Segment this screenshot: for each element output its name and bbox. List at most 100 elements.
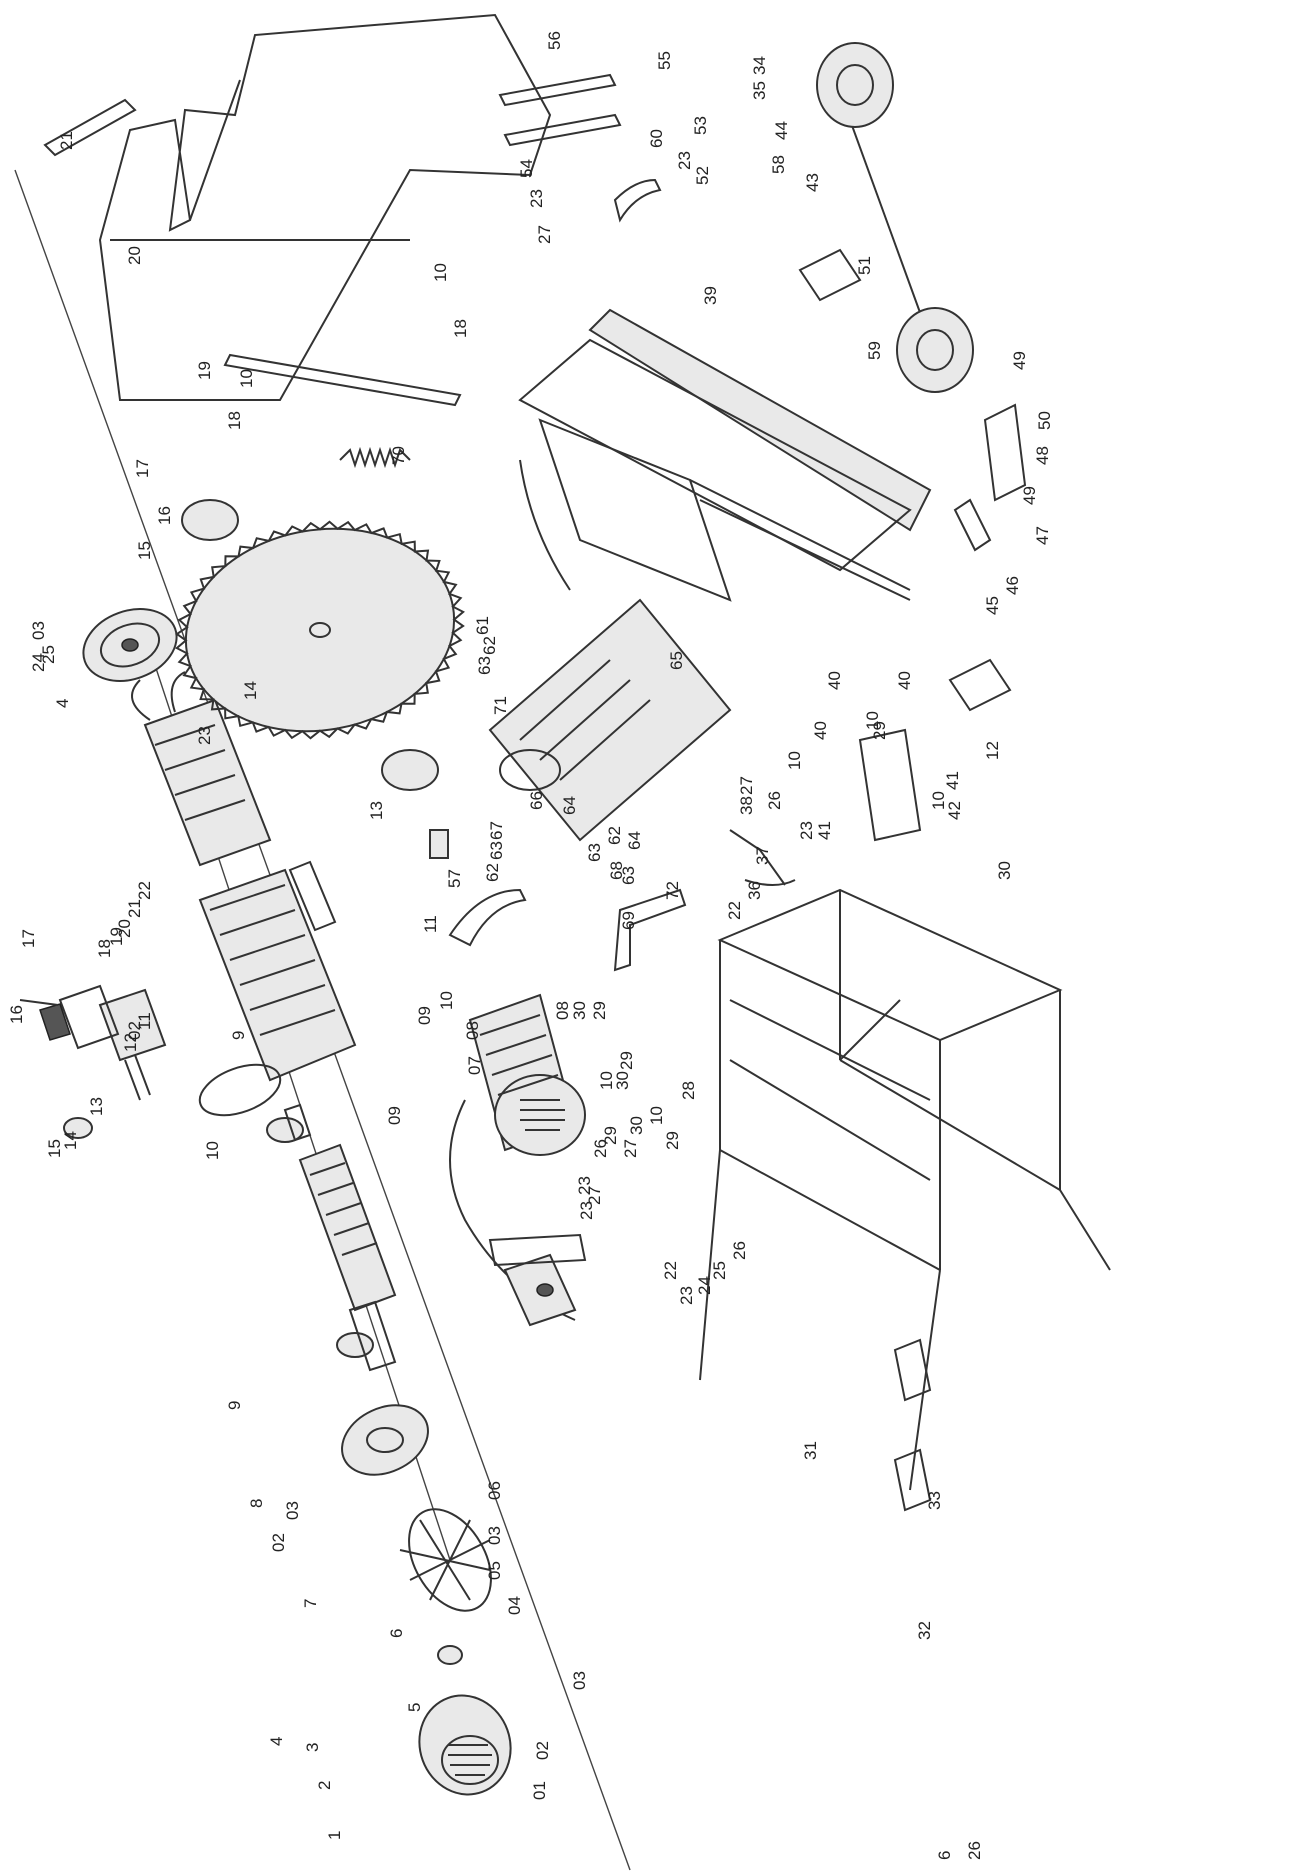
part-label-52: 52: [693, 166, 712, 185]
spacer-part: [429, 829, 449, 859]
part-label-64: 64: [625, 831, 644, 850]
part-label-22: 22: [661, 1261, 680, 1280]
part-label-07: 07: [465, 1056, 484, 1075]
part-label-10: 10: [647, 1106, 666, 1125]
part-label-22: 22: [135, 881, 154, 900]
part-label-16: 16: [7, 1005, 26, 1024]
part-label-02: 02: [125, 1021, 144, 1040]
part-label-10: 10: [929, 791, 948, 810]
part-label-13: 13: [87, 1097, 106, 1116]
part-label-09: 09: [415, 1006, 434, 1025]
part-label-30: 30: [613, 1071, 632, 1090]
part-label-10: 10: [437, 991, 456, 1010]
part-label-35: 35: [750, 81, 769, 100]
part-label-09: 09: [385, 1106, 404, 1125]
part-label-26: 26: [965, 1841, 984, 1860]
fence-strip-upper-part: [498, 73, 617, 107]
part-label-10: 10: [785, 751, 804, 770]
part-label-29: 29: [617, 1051, 636, 1070]
part-label-40: 40: [895, 671, 914, 690]
part-label-63: 63: [619, 866, 638, 885]
part-label-27: 27: [621, 1139, 640, 1158]
fan-part: [399, 1508, 492, 1665]
part-label-51: 51: [855, 256, 874, 275]
part-label-03: 03: [485, 1526, 504, 1545]
part-label-30: 30: [570, 1001, 589, 1020]
rotor-part: [283, 1103, 397, 1372]
part-label-34: 34: [750, 56, 769, 75]
lower-guard-part: [448, 888, 527, 947]
part-label-01: 01: [530, 1781, 549, 1800]
part-label-72: 72: [663, 881, 682, 900]
part-label-25: 25: [39, 645, 58, 664]
fan-cover-part: [418, 1694, 512, 1796]
part-label-20: 20: [125, 246, 144, 265]
part-label-61: 61: [473, 616, 492, 635]
part-label-26: 26: [730, 1241, 749, 1260]
blade-guard-part: [98, 13, 552, 401]
stator-winding-part: [131, 671, 272, 867]
part-label-4: 4: [53, 699, 72, 708]
part-label-27: 27: [737, 776, 756, 795]
part-label-31: 31: [801, 1441, 820, 1460]
part-label-21: 21: [125, 899, 144, 918]
part-label-42: 42: [945, 801, 964, 820]
part-label-57: 57: [445, 869, 464, 888]
part-label-32: 32: [915, 1621, 934, 1640]
part-label-65: 65: [667, 651, 686, 670]
axle-part: [816, 42, 974, 393]
part-label-30: 30: [627, 1116, 646, 1135]
fence-strip-lower-part: [503, 113, 622, 147]
part-label-63: 63: [475, 656, 494, 675]
part-label-15: 15: [45, 1139, 64, 1158]
saw-blade-part: [175, 520, 465, 740]
part-label-59: 59: [865, 341, 884, 360]
part-label-12: 12: [121, 1033, 140, 1052]
switch-box-part: [503, 1253, 577, 1327]
part-label-03: 03: [570, 1671, 589, 1690]
stator-housing-part: [198, 860, 357, 1117]
part-label-13: 13: [367, 801, 386, 820]
end-plate-part: [82, 608, 178, 682]
spring-part: [339, 446, 411, 469]
part-label-39: 39: [701, 286, 720, 305]
part-label-4: 4: [267, 1737, 286, 1746]
part-label-10: 10: [863, 711, 882, 730]
bracket-12-part: [948, 658, 1012, 712]
part-label-63: 63: [487, 841, 506, 860]
part-label-68: 68: [607, 861, 626, 880]
part-label-48: 48: [1033, 446, 1052, 465]
flange-outer-part: [181, 499, 239, 541]
part-label-70: 70: [389, 446, 408, 465]
part-label-6: 6: [387, 1629, 406, 1638]
part-label-03: 03: [283, 1501, 302, 1520]
part-label-63: 63: [585, 843, 604, 862]
part-label-10: 10: [237, 369, 256, 388]
bracket-53-part: [613, 178, 662, 223]
part-label-33: 33: [925, 1491, 944, 1510]
plate-42-part: [858, 728, 922, 842]
part-label-02: 02: [269, 1533, 288, 1552]
part-label-58: 58: [769, 155, 788, 174]
pivot-50-part: [983, 403, 1027, 502]
part-label-10: 10: [431, 263, 450, 282]
part-label-23: 23: [527, 189, 546, 208]
part-label-43: 43: [803, 173, 822, 192]
part-label-17: 17: [19, 929, 38, 948]
mount-plate-part: [488, 1233, 587, 1267]
part-label-45: 45: [983, 596, 1002, 615]
part-label-44: 44: [772, 121, 791, 140]
part-label-41: 41: [943, 771, 962, 790]
end-shield-part: [341, 1404, 429, 1476]
part-label-1: 1: [325, 1831, 344, 1840]
part-label-10: 10: [203, 1141, 222, 1160]
part-label-60: 60: [647, 129, 666, 148]
part-label-12: 12: [983, 741, 1002, 760]
part-label-29: 29: [601, 1126, 620, 1145]
part-label-9: 9: [229, 1031, 248, 1040]
part-label-06: 06: [485, 1481, 504, 1500]
part-label-30: 30: [995, 861, 1014, 880]
part-label-18: 18: [225, 411, 244, 430]
